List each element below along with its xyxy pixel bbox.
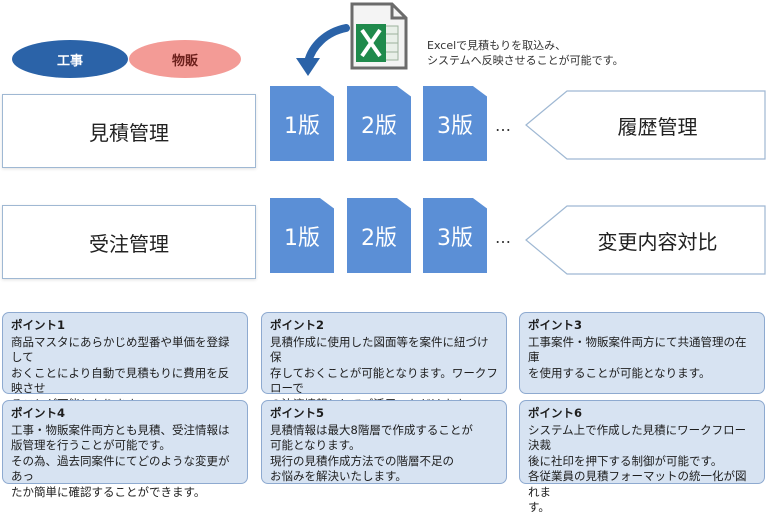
point-3-body: 工事案件・物販案件両方にて共通管理の在庫 を使用することが可能となります。 — [528, 334, 747, 380]
change-comparison-label: 変更内容対比 — [597, 229, 718, 254]
tag-construction: 工事 — [12, 40, 128, 78]
history-management-arrow: 履歴管理 — [525, 90, 766, 160]
point-6-card: ポイント6 システム上で作成した見積にワークフロー決裁 後に社印を押下する制御が… — [519, 400, 765, 514]
point-1-card: ポイント1 商品マスタにあらかじめ型番や単価を登録して おくことにより自動で見積… — [2, 312, 248, 411]
estimate-version-2-doc: 2版 — [347, 86, 411, 161]
point-4-body: 工事・物販案件両方とも見積、受注情報は 版管理を行うことが可能です。 その為、過… — [11, 422, 230, 499]
order-ellipsis: … — [495, 228, 512, 247]
point-4-card: ポイント4 工事・物販案件両方とも見積、受注情報は 版管理を行うことが可能です。… — [2, 400, 248, 499]
point-6-title: ポイント6 — [528, 406, 583, 420]
point-2-card: ポイント2 見積作成に使用した図面等を案件に紐づけ保 存しておくことが可能となり… — [261, 312, 507, 411]
estimate-version-3-doc: 3版 — [423, 86, 487, 161]
estimate-version-1-doc: 1版 — [270, 86, 334, 161]
excel-import-note: Excelで見積もりを取込み、 システムへ反映させることが可能です。 — [427, 38, 624, 68]
point-1-title: ポイント1 — [11, 318, 66, 332]
estimate-management-box: 見積管理 — [2, 94, 256, 168]
order-version-3-doc: 3版 — [423, 198, 487, 273]
order-version-2-doc: 2版 — [347, 198, 411, 273]
history-management-label: 履歴管理 — [617, 114, 698, 139]
point-6-body: システム上で作成した見積にワークフロー決裁 後に社印を押下する制御が可能です。 … — [528, 422, 747, 515]
point-3-title: ポイント3 — [528, 318, 583, 332]
excel-file-icon — [350, 2, 408, 70]
tag-sales: 物販 — [129, 40, 241, 78]
point-5-card: ポイント5 見積情報は最大8階層で作成することが 可能となります。 現行の見積作… — [261, 400, 507, 484]
point-5-title: ポイント5 — [270, 406, 325, 420]
order-management-box: 受注管理 — [2, 205, 256, 279]
excel-note-line2: システムへ反映させることが可能です。 — [427, 54, 624, 67]
order-version-1-doc: 1版 — [270, 198, 334, 273]
curved-arrow-icon — [296, 24, 350, 76]
point-4-title: ポイント4 — [11, 406, 66, 420]
point-3-card: ポイント3 工事案件・物販案件両方にて共通管理の在庫 を使用することが可能となり… — [519, 312, 765, 394]
point-5-body: 見積情報は最大8階層で作成することが 可能となります。 現行の見積作成方法での階… — [270, 422, 473, 484]
point-2-title: ポイント2 — [270, 318, 325, 332]
excel-note-line1: Excelで見積もりを取込み、 — [427, 39, 567, 52]
change-comparison-arrow: 変更内容対比 — [525, 205, 766, 275]
estimate-ellipsis: … — [495, 116, 512, 135]
